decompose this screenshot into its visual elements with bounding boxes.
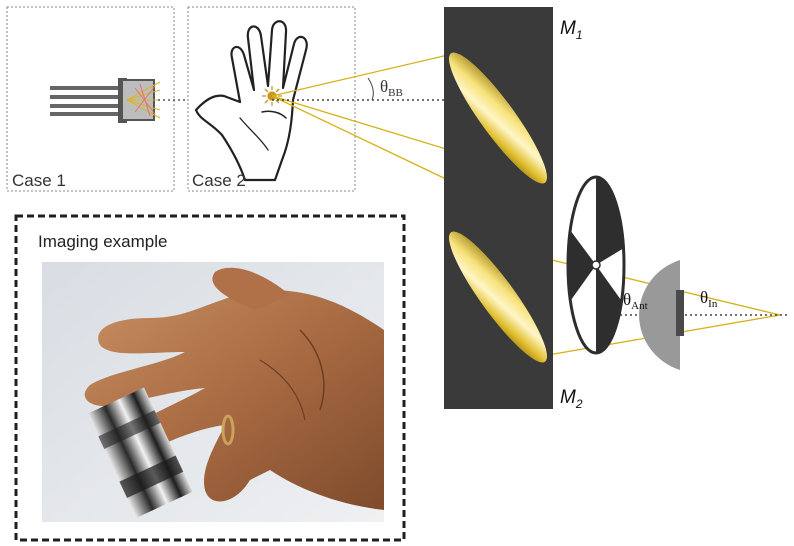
mirror-m2 (449, 231, 547, 363)
m2-label: M2 (560, 387, 583, 411)
theta-in-label: θIn (700, 288, 718, 310)
thermal-strip (87, 387, 193, 518)
sun-star-icon (262, 86, 282, 106)
case2-label: Case 2 (192, 171, 246, 190)
case1-frame (6, 6, 175, 192)
case1-panel: Case 1 (6, 6, 188, 192)
case1-emission-rays (126, 81, 161, 119)
theta-bb-arc (367, 77, 374, 101)
imaging-example-panel: Imaging example (14, 214, 406, 542)
theta-bb-label: θBB (380, 77, 403, 99)
detector-lens (639, 260, 684, 370)
case2-frame (187, 6, 356, 192)
hand-outline-icon (194, 20, 308, 182)
case1-label: Case 1 (12, 171, 66, 190)
m1-label: M1 (560, 18, 583, 42)
chopper-wheel-icon (566, 175, 626, 355)
case2-panel: Case 2 (187, 6, 356, 192)
imaging-frame (14, 214, 406, 542)
hand-photo (42, 262, 384, 522)
theta-ant-label: θAnt (623, 290, 648, 312)
imaging-label: Imaging example (38, 232, 167, 251)
mirror-m1 (449, 52, 547, 184)
